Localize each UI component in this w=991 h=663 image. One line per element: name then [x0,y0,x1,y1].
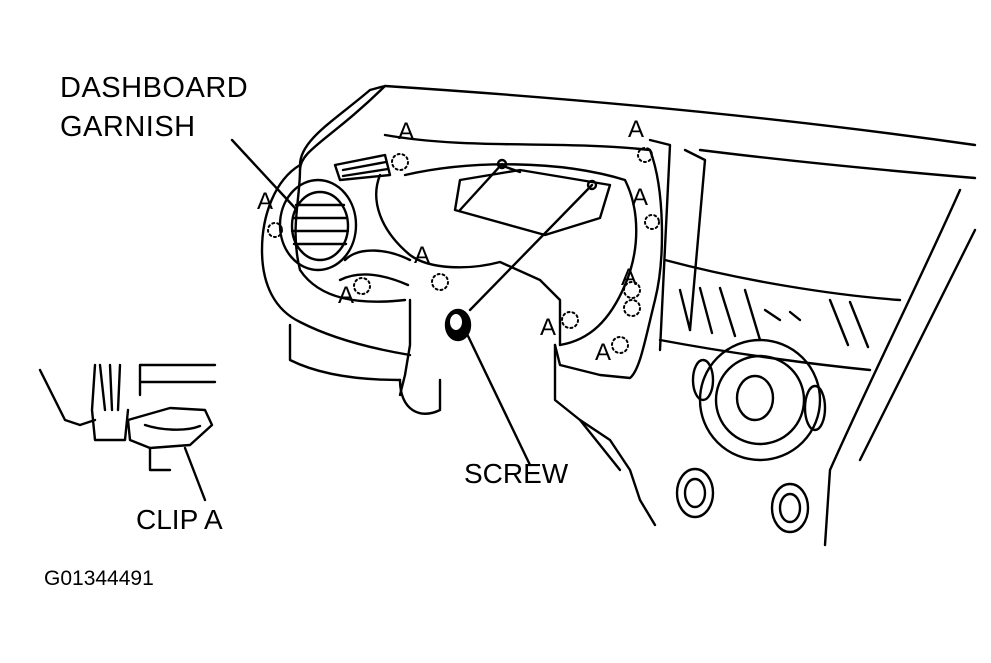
screw-leaders [444,158,598,467]
clip-marker: A [257,188,274,215]
clip-marker: A [595,339,612,366]
dashboard-garnish [260,133,664,415]
dashboard-garnish-label-line1: DASHBOARD [60,72,249,104]
clip-markers [267,147,660,354]
clip-marker: A [414,242,431,269]
dashboard-body [298,84,977,547]
clip-marker: A [398,118,415,145]
clip-marker: A [540,314,557,341]
garnish-leader-line [230,138,297,210]
clip-a-detail [38,363,217,502]
clip-marker: A [628,116,645,143]
clip-marker: A [632,184,649,211]
screw-label: SCREW [464,458,569,489]
dashboard-garnish-label-line2: GARNISH [60,111,196,143]
clip-a-label: CLIP A [136,504,223,535]
figure-code: G01344491 [44,567,154,590]
clip-marker: A [338,282,355,309]
clip-marker: A [621,264,638,291]
